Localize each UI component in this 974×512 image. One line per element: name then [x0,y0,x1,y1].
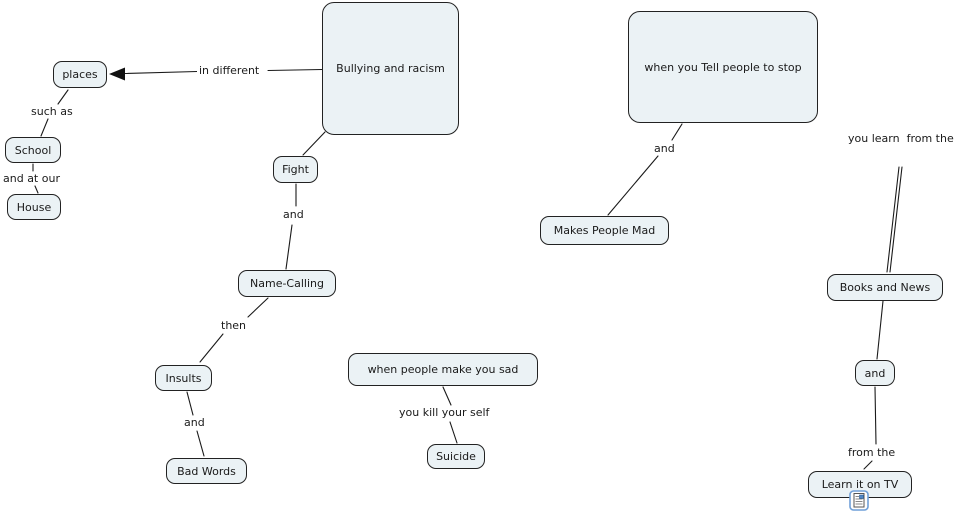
concept-fight[interactable]: Fight [273,156,318,183]
concept-and[interactable]: and [855,360,895,386]
link-label-you-learn-from-the[interactable]: you learn from the [846,132,956,145]
document-attachment-icon[interactable] [849,490,869,512]
link-label-and-tell[interactable]: and [652,142,677,155]
concept-when-people-make-you-sad[interactable]: when people make you sad [348,353,538,386]
link-label-from-the[interactable]: from the [846,446,898,459]
arrowhead [109,67,125,81]
link-label-then[interactable]: then [219,319,249,332]
concept-name-calling[interactable]: Name-Calling [238,270,336,297]
concept-when-you-tell-people-to-stop[interactable]: when you Tell people to stop [628,11,818,123]
concept-school[interactable]: School [5,137,61,163]
link-label-such-as[interactable]: such as [29,105,75,118]
link-label-in-different[interactable]: in different [197,64,262,77]
concept-bad-words[interactable]: Bad Words [166,458,247,484]
concept-places[interactable]: places [53,61,107,88]
concept-bullying-and-racism[interactable]: Bullying and racism [322,2,459,135]
concept-house[interactable]: House [7,194,61,220]
link-label-and-at-our[interactable]: and at our [1,172,62,185]
concept-makes-people-mad[interactable]: Makes People Mad [540,216,669,245]
link-label-and-insults[interactable]: and [182,416,207,429]
concept-suicide[interactable]: Suicide [427,444,485,469]
concept-insults[interactable]: Insults [155,365,212,391]
link-label-you-kill-your-self[interactable]: you kill your self [397,406,492,419]
concept-books-and-news[interactable]: Books and News [827,274,943,301]
link-label-and-fight[interactable]: and [281,208,306,221]
